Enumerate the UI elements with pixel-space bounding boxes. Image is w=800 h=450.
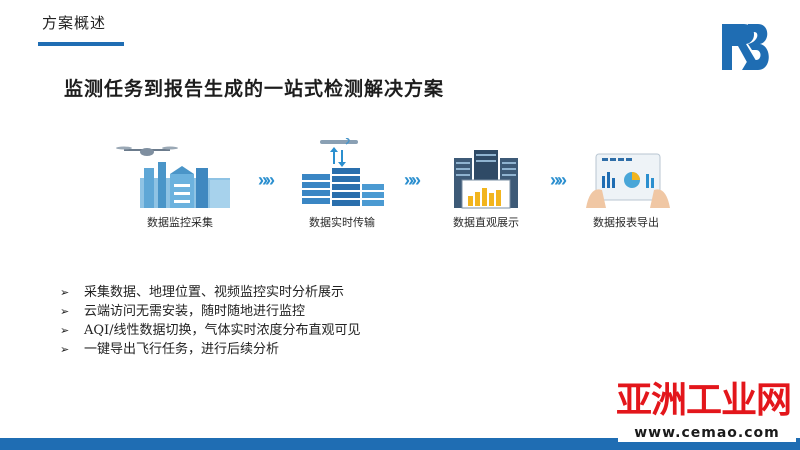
title-underline [38,42,124,46]
step-label: 数据监控采集 [147,217,213,229]
arrow-1: »» [258,170,275,190]
dashboard-display-icon [454,150,518,209]
list-item: ➢一键导出飞行任务，进行后续分析 [60,342,280,357]
step-label: 数据直观展示 [453,217,519,229]
arrow-bullet-icon: ➢ [60,286,70,299]
watermark-logo: 亚洲工业网 [616,380,792,421]
footer-bar [0,438,800,450]
arrow-bullet-icon: ➢ [60,324,70,337]
report-tablet-icon [586,153,670,208]
watermark-url: www.cemao.com [618,424,796,442]
server-transfer-icon [302,138,384,206]
list-item: ➢AQI/线性数据切换，气体实时浓度分布直观可见 [60,323,361,338]
section-title: 方案概述 [42,15,107,32]
arrow-bullet-icon: ➢ [60,305,70,318]
rb-logo-icon [722,24,769,70]
arrow-3: »» [550,170,567,190]
headline: 监测任务到报告生成的一站式检测解决方案 [64,78,445,100]
step-label: 数据实时传输 [309,217,375,229]
drone-factory-icon [116,138,238,210]
arrow-2: »» [404,170,421,190]
feature-list: ➢采集数据、地理位置、视频监控实时分析展示 ➢云端访问无需安装，随时随地进行监控… [60,283,361,359]
list-item: ➢采集数据、地理位置、视频监控实时分析展示 [60,285,345,300]
list-item: ➢云端访问无需安装，随时随地进行监控 [60,304,306,319]
arrow-bullet-icon: ➢ [60,343,70,356]
step-label: 数据报表导出 [593,217,659,229]
